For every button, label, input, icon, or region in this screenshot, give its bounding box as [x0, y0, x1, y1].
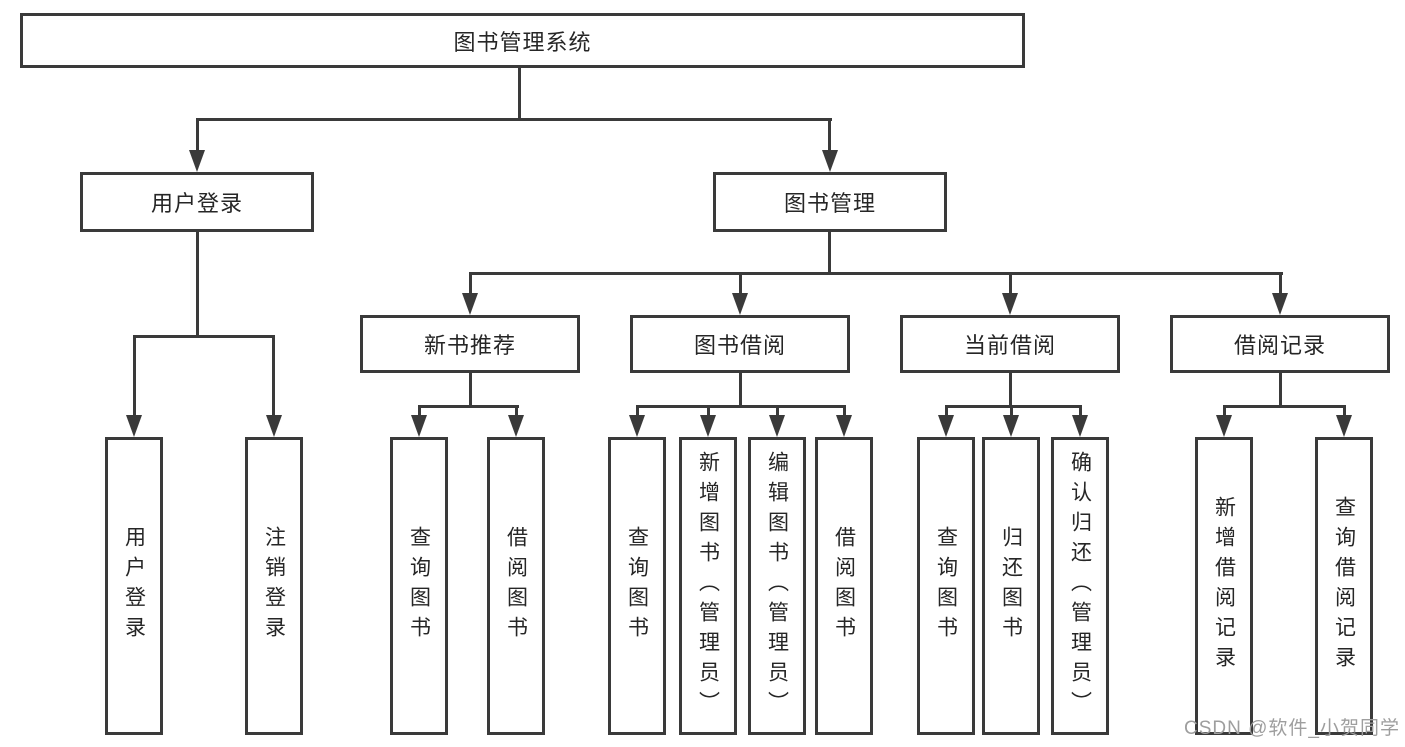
node-book-mgmt: 图书管理 — [713, 172, 947, 232]
connector-vline — [739, 373, 742, 407]
leaf-borrow-book-2: 借阅图书 — [815, 437, 873, 735]
arrow-down-icon — [732, 293, 748, 315]
arrow-down-icon — [629, 415, 645, 437]
leaf-query-borrow-record-label: 查询借阅记录 — [1332, 496, 1356, 676]
node-book-mgmt-label: 图书管理 — [783, 191, 876, 216]
node-current-borrow: 当前借阅 — [900, 315, 1120, 373]
node-book-borrow: 图书借阅 — [630, 315, 850, 373]
connector-vline — [418, 405, 421, 419]
node-borrow-record: 借阅记录 — [1170, 315, 1390, 373]
connector-vline — [636, 405, 639, 419]
connector-hline — [196, 118, 832, 121]
leaf-add-borrow-record-label: 新增借阅记录 — [1212, 496, 1236, 676]
leaf-add-borrow-record: 新增借阅记录 — [1195, 437, 1253, 735]
leaf-logout: 注销登录 — [245, 437, 303, 735]
arrow-down-icon — [822, 150, 838, 172]
leaf-query-book-2: 查询图书 — [608, 437, 666, 735]
node-new-book-recommend: 新书推荐 — [360, 315, 580, 373]
connector-hline — [418, 405, 519, 408]
connector-vline — [828, 232, 831, 274]
leaf-confirm-return-admin-label: 确认归还（管理员） — [1068, 451, 1092, 721]
arrow-down-icon — [508, 415, 524, 437]
leaf-query-book-1: 查询图书 — [390, 437, 448, 735]
arrow-down-icon — [700, 415, 716, 437]
leaf-logout-label: 注销登录 — [262, 526, 286, 646]
arrow-down-icon — [411, 415, 427, 437]
connector-hline — [469, 272, 1283, 275]
connector-vline — [518, 68, 521, 118]
leaf-query-book-2-label: 查询图书 — [625, 526, 649, 646]
connector-hline — [636, 405, 846, 408]
node-current-borrow-label: 当前借阅 — [963, 333, 1056, 358]
connector-vline — [469, 272, 472, 296]
leaf-query-book-1-label: 查询图书 — [407, 526, 431, 646]
connector-vline — [776, 405, 779, 419]
arrow-down-icon — [1072, 415, 1088, 437]
leaf-add-book-admin: 新增图书（管理员） — [679, 437, 737, 735]
connector-vline — [739, 272, 742, 296]
leaf-user-login: 用户登录 — [105, 437, 163, 735]
arrow-down-icon — [126, 415, 142, 437]
connector-vline — [1279, 373, 1282, 407]
connector-vline — [1223, 405, 1226, 419]
connector-vline — [469, 373, 472, 407]
connector-hline — [1223, 405, 1346, 408]
leaf-borrow-book-1-label: 借阅图书 — [504, 526, 528, 646]
node-root-label: 图书管理系统 — [453, 29, 592, 55]
arrow-down-icon — [189, 150, 205, 172]
arrow-down-icon — [836, 415, 852, 437]
connector-vline — [1009, 272, 1012, 296]
node-user-login: 用户登录 — [80, 172, 314, 232]
node-new-book-recommend-label: 新书推荐 — [423, 333, 516, 358]
connector-vline — [196, 232, 199, 337]
leaf-return-book: 归还图书 — [982, 437, 1040, 735]
connector-vline — [133, 335, 136, 419]
connector-vline — [1010, 405, 1013, 419]
connector-hline — [133, 335, 275, 338]
arrow-down-icon — [1002, 293, 1018, 315]
leaf-return-book-label: 归还图书 — [999, 526, 1023, 646]
connector-hline — [945, 405, 1082, 408]
connector-vline — [272, 335, 275, 419]
connector-vline — [945, 405, 948, 419]
connector-vline — [1079, 405, 1082, 419]
arrow-down-icon — [938, 415, 954, 437]
arrow-down-icon — [462, 293, 478, 315]
csdn-watermark: CSDN @软件_小贺同学 — [1184, 718, 1400, 739]
leaf-confirm-return-admin: 确认归还（管理员） — [1051, 437, 1109, 735]
leaf-borrow-book-1: 借阅图书 — [487, 437, 545, 735]
arrow-down-icon — [769, 415, 785, 437]
connector-vline — [843, 405, 846, 419]
leaf-user-login-label: 用户登录 — [122, 526, 146, 646]
node-borrow-record-label: 借阅记录 — [1233, 333, 1326, 358]
connector-vline — [1009, 373, 1012, 407]
leaf-query-borrow-record: 查询借阅记录 — [1315, 437, 1373, 735]
arrow-down-icon — [266, 415, 282, 437]
arrow-down-icon — [1272, 293, 1288, 315]
leaf-query-book-3: 查询图书 — [917, 437, 975, 735]
arrow-down-icon — [1216, 415, 1232, 437]
leaf-edit-book-admin: 编辑图书（管理员） — [748, 437, 806, 735]
connector-vline — [1279, 272, 1282, 296]
node-user-login-label: 用户登录 — [150, 191, 243, 216]
leaf-edit-book-admin-label: 编辑图书（管理员） — [765, 451, 789, 721]
arrow-down-icon — [1003, 415, 1019, 437]
connector-vline — [196, 118, 199, 152]
leaf-add-book-admin-label: 新增图书（管理员） — [696, 451, 720, 721]
connector-vline — [1343, 405, 1346, 419]
connector-vline — [707, 405, 710, 419]
node-root: 图书管理系统 — [20, 13, 1025, 68]
leaf-query-book-3-label: 查询图书 — [934, 526, 958, 646]
arrow-down-icon — [1336, 415, 1352, 437]
node-book-borrow-label: 图书借阅 — [693, 333, 786, 358]
connector-vline — [515, 405, 518, 419]
leaf-borrow-book-2-label: 借阅图书 — [832, 526, 856, 646]
connector-vline — [828, 118, 831, 152]
